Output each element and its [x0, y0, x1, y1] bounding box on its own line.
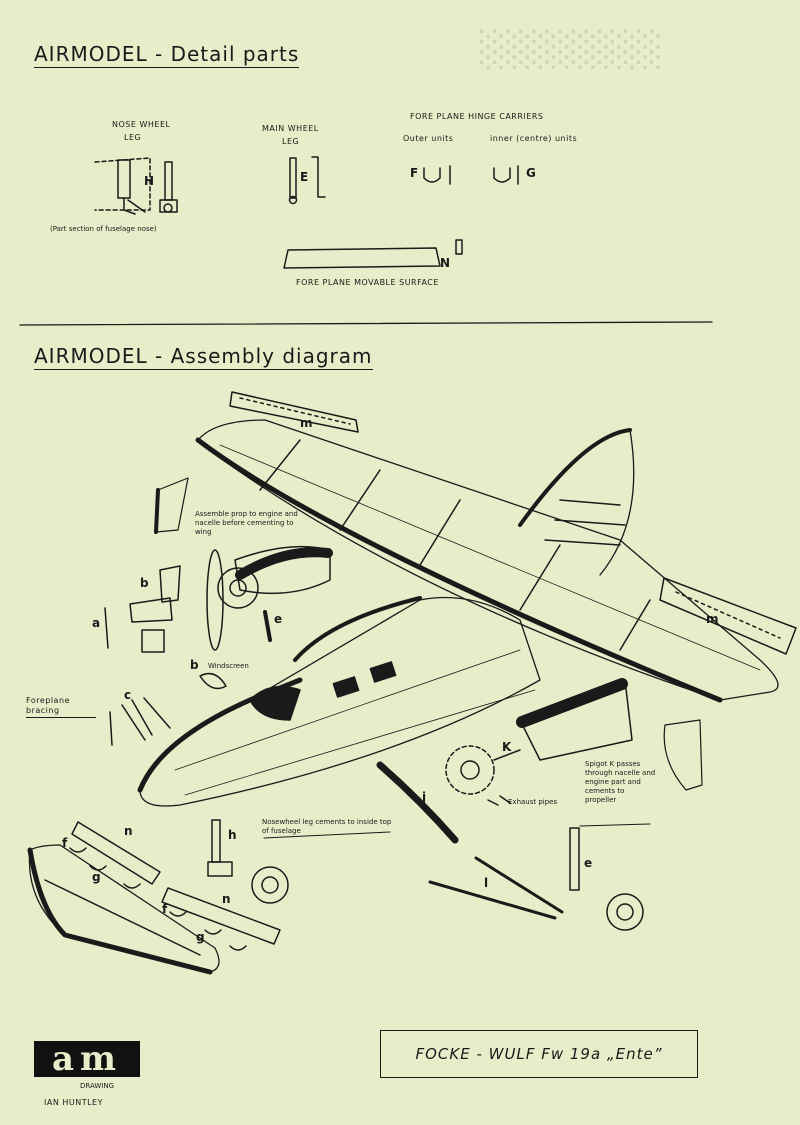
fuselage	[137, 596, 541, 807]
part-n-strips	[71, 821, 281, 945]
movable-surface-caption: FORE PLANE MOVABLE SURFACE	[296, 278, 439, 287]
spigot-note: Spigot K passes through nacelle and engi…	[585, 760, 656, 804]
label-f-2: f	[162, 902, 168, 916]
tail-fin	[518, 428, 635, 576]
model-title-box: FOCKE - WULF Fw 19a „Ente”	[380, 1030, 698, 1078]
part-letter-n: N	[440, 256, 451, 270]
label-g-1: g	[92, 870, 101, 884]
label-h: h	[228, 828, 237, 842]
label-c: c	[124, 688, 132, 702]
airmodel-logo: am	[34, 1039, 140, 1079]
main-wing	[195, 419, 779, 703]
label-j: j	[422, 790, 427, 804]
hinge-outer-units: Outer units	[403, 134, 454, 143]
label-a: a	[92, 616, 101, 630]
section-divider	[19, 321, 713, 326]
left-nacelle	[234, 545, 333, 595]
label-m-top: m	[300, 416, 313, 430]
nose-section-caption: (Part section of fuselage nose)	[50, 225, 157, 233]
label-e-2: e	[584, 856, 593, 870]
label-l: l	[484, 876, 489, 890]
left-propeller	[206, 549, 259, 651]
label-k: K	[502, 740, 512, 754]
drawing-by-label: DRAWING	[80, 1082, 115, 1090]
propeller-j	[376, 761, 459, 844]
part-m-right	[659, 577, 797, 655]
main-wheel-leg-drawing	[288, 156, 326, 205]
model-title: FOCKE - WULF Fw 19a „Ente”	[415, 1045, 663, 1063]
nose-wheel-leg-drawing	[94, 157, 178, 215]
label-e: e	[274, 612, 283, 626]
label-n-2: n	[222, 892, 231, 906]
struts-l	[428, 856, 564, 920]
movable-surface-drawing	[283, 239, 463, 269]
nose-wheel-leg-label-2: LEG	[124, 133, 142, 142]
small-parts	[104, 477, 703, 791]
nosewheel-leg-note: Nosewheel leg cements to inside top of f…	[262, 818, 392, 835]
assembly-diagram-title: AIRMODEL - Assembly diagram	[34, 344, 373, 370]
part-letter-e: E	[300, 170, 309, 184]
label-g-2: g	[196, 930, 205, 944]
draughtsman-name: IAN HUNTLEY	[44, 1098, 103, 1107]
hinge-carrier-drawing	[423, 165, 519, 185]
main-wheel-assembly	[569, 827, 644, 931]
nose-wheel-assembly	[207, 819, 289, 904]
label-b: b	[140, 576, 149, 590]
hinge-inner-units: inner (centre) units	[490, 134, 578, 143]
label-m-right: m	[706, 612, 719, 626]
part-letter-f: F	[410, 166, 419, 180]
part-letter-h: H	[144, 174, 155, 188]
nose-wheel-leg-label-1: NOSE WHEEL	[112, 120, 171, 129]
prop-assembly-note: Assemble prop to engine and nacelle befo…	[195, 510, 298, 536]
label-b-windscreen: b	[190, 658, 199, 672]
exhaust-pipes-label: Exhaust pipes	[508, 798, 558, 806]
foreplane-bracing-label: Foreplane bracing	[26, 696, 96, 718]
detail-parts-title: AIRMODEL - Detail parts	[34, 42, 300, 68]
right-engine	[445, 745, 521, 795]
main-wheel-leg-label-1: MAIN WHEEL	[262, 124, 319, 133]
foreplane	[27, 844, 220, 975]
main-wheel-leg-label-2: LEG	[282, 137, 300, 146]
foreplane-hinges	[69, 847, 247, 951]
exhaust-pipes	[487, 795, 511, 806]
label-n-1: n	[124, 824, 133, 838]
show-through-mark: ░░░░░░░	[480, 30, 664, 70]
right-nacelle	[516, 678, 633, 761]
part-letter-g: G	[526, 166, 536, 180]
part-m-top	[229, 391, 359, 433]
windscreen-label: Windscreen	[208, 662, 249, 670]
hinge-carriers-title: FORE PLANE HINGE CARRIERS	[410, 112, 544, 121]
label-f-1: f	[62, 836, 68, 850]
